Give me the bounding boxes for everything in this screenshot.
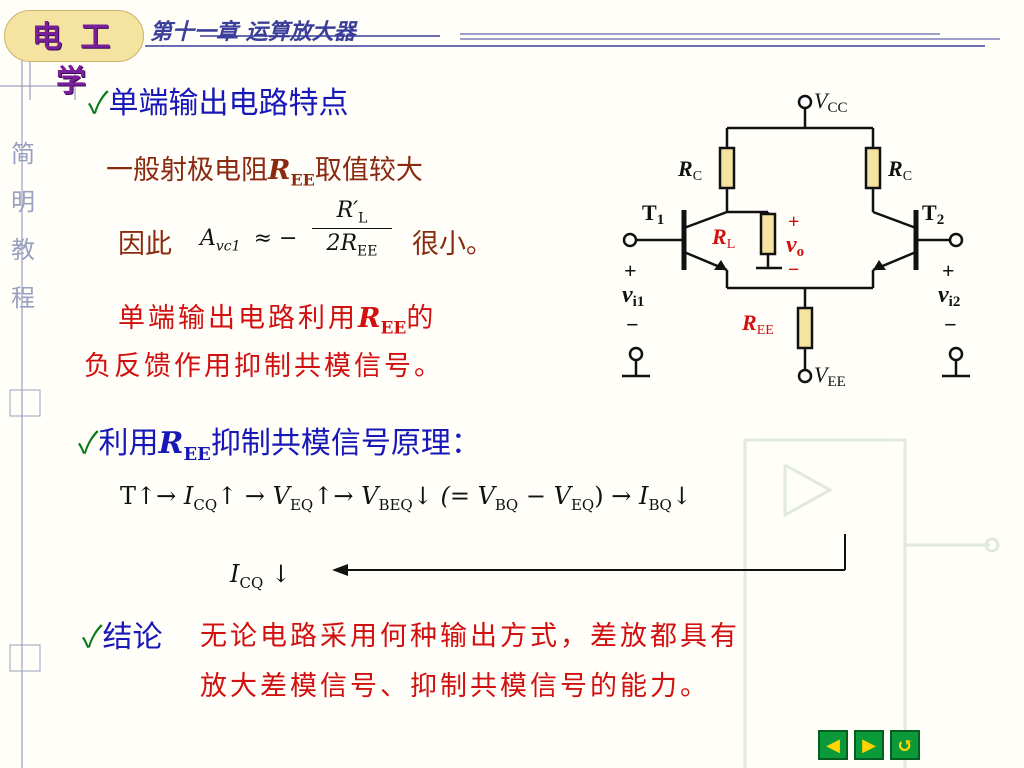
conclusion-text-1: 无论电路采用何种输出方式，差放都具有 <box>200 621 740 652</box>
gain-formula-lhs: Avc1 ≈ − <box>200 226 298 255</box>
svg-text:−: − <box>788 259 799 281</box>
svg-text:vi1: vi1 <box>622 282 644 310</box>
svg-text:REE: REE <box>741 310 774 338</box>
side-char: 程 <box>11 284 35 312</box>
svg-text:RC: RC <box>887 156 912 184</box>
arrow-right-icon: ▶ <box>862 734 876 756</box>
side-title: 简 明 教 程 <box>8 130 38 322</box>
svg-text:+: + <box>942 258 955 283</box>
next-slide-button[interactable]: ▶ <box>854 730 884 760</box>
svg-text:T2: T2 <box>922 200 944 228</box>
svg-text:+: + <box>788 211 799 233</box>
differential-amp-circuit: VCC VEE RC RC RL REE T1 T2 + vo − + vi1 … <box>622 88 970 390</box>
chain-result: ICQ ↓ <box>230 560 292 592</box>
side-char: 教 <box>11 236 35 264</box>
svg-text:−: − <box>626 312 639 337</box>
svg-text:VCC: VCC <box>814 88 847 116</box>
svg-text:vi2: vi2 <box>938 282 960 310</box>
svg-text:RL: RL <box>711 224 735 252</box>
check-icon: ✓ <box>82 620 103 655</box>
return-button[interactable]: ↺ <box>890 730 920 760</box>
check-icon: ✓ <box>78 426 99 461</box>
chain-expression: T↑→ ICQ↑ → VEQ↑→ VBEQ↓ (= VBQ − VEQ) → I… <box>120 482 692 514</box>
svg-text:vo: vo <box>786 232 804 260</box>
arrow-left-icon: ◀ <box>826 734 840 756</box>
svg-text:−: − <box>944 312 957 337</box>
red-line-2: 负反馈作用抑制共模信号。 <box>84 351 444 382</box>
rea-line: 一般射极电阻REE取值较大 <box>106 155 423 190</box>
small-label: 很小。 <box>412 229 493 260</box>
section2-heading: ✓利用REE抑制共模信号原理： <box>78 426 481 465</box>
chain-t: T <box>120 482 137 510</box>
therefore-label: 因此 <box>118 229 172 260</box>
logo-badge <box>4 10 144 62</box>
check-icon: ✓ <box>88 86 109 121</box>
svg-text:T1: T1 <box>642 200 664 228</box>
feedback-arrow <box>332 534 846 576</box>
side-char: 简 <box>11 140 35 168</box>
logo-text: 电 工 学 <box>31 20 115 99</box>
side-char: 明 <box>11 188 35 216</box>
prev-slide-button[interactable]: ◀ <box>818 730 848 760</box>
conclusion-label: ✓结论 <box>82 620 163 655</box>
gain-formula-fraction: R′L 2REE <box>312 198 392 260</box>
svg-text:+: + <box>624 258 637 283</box>
svg-text:VEE: VEE <box>814 362 846 390</box>
svg-text:RC: RC <box>677 156 702 184</box>
nav-bar: ◀ ▶ ↺ <box>818 730 920 760</box>
chapter-title: 第十一章 运算放大器 <box>150 20 356 45</box>
section1-heading: ✓单端输出电路特点 <box>88 86 349 121</box>
return-icon: ↺ <box>896 733 914 757</box>
conclusion-text-2: 放大差模信号、抑制共模信号的能力。 <box>200 671 710 702</box>
red-line-1: 单端输出电路利用REE的 <box>118 303 437 339</box>
